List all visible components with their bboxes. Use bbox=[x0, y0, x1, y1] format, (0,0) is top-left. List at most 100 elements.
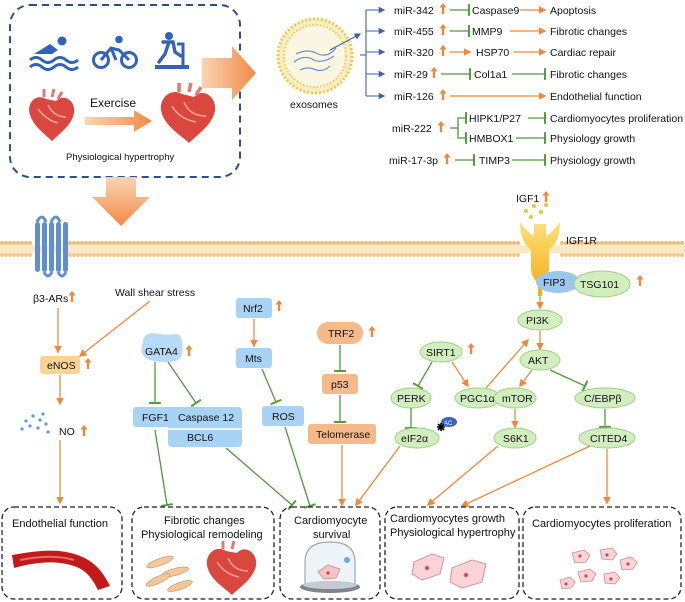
mirna-row: miR-222 HIPK1/P27 HMBOX1 Cardiomyocytes … bbox=[392, 112, 683, 145]
cardiomyocyte-icon bbox=[559, 547, 638, 590]
pi3k-node bbox=[517, 309, 563, 331]
outcome-label: Physiological remodeling bbox=[141, 529, 263, 541]
eif2a-node bbox=[394, 427, 440, 449]
p53-label: p53 bbox=[331, 379, 349, 391]
igf1r-label: IGF1R bbox=[566, 235, 597, 247]
swimming-icon bbox=[29, 36, 79, 71]
pi3k-label: PI3K bbox=[526, 315, 549, 327]
nrf2-node bbox=[236, 298, 272, 318]
outcome-endothelial: Endothelial function bbox=[1, 506, 123, 600]
outcome-label: Cardiomyocyte bbox=[294, 515, 367, 527]
cardiomyocyte-icon bbox=[411, 553, 487, 589]
sirt1-label: SIRT1 bbox=[426, 347, 456, 359]
outcome-label: Endothelial function bbox=[12, 518, 108, 530]
vessel-icon bbox=[12, 550, 110, 590]
fip3-label: FIP3 bbox=[543, 277, 565, 289]
fip3-node bbox=[536, 271, 580, 293]
mirna-effect: Fibrotic changes bbox=[550, 26, 627, 38]
down-arrow bbox=[92, 177, 150, 226]
mirna-target: Col1a1 bbox=[474, 69, 507, 81]
cebpb-label: C/EBPβ bbox=[584, 393, 622, 405]
outcome-growth: Cardiomyocytes growth Physiological hype… bbox=[384, 506, 520, 600]
s6k1-node bbox=[493, 427, 537, 449]
outcome-label: Cardiomyocytes growth bbox=[390, 513, 505, 525]
mirna-name: miR-320 bbox=[394, 47, 434, 59]
mirna-row: miR-342 Caspase9 Apoptosis bbox=[394, 3, 596, 17]
trf2-node bbox=[317, 322, 363, 344]
mirna-name: miR-342 bbox=[394, 5, 434, 17]
mirna-effect: Apoptosis bbox=[550, 5, 596, 17]
mirna-row: miR-126 Endothelial function bbox=[394, 89, 642, 103]
mirna-row: miR-320 HSP70 Cardiac repair bbox=[394, 45, 616, 59]
mirna-row: miR-17-3p TIMP3 Physiology growth bbox=[389, 153, 635, 167]
ros-node bbox=[262, 406, 304, 426]
pgc1a-label: PGC1α bbox=[460, 393, 495, 405]
exosomes-label: exosomes bbox=[290, 99, 338, 111]
mirna-target: HSP70 bbox=[476, 47, 509, 59]
mirna-target: MMP9 bbox=[472, 26, 502, 38]
igf1-label: IGF1 bbox=[516, 193, 539, 205]
mirna-effect: Endothelial function bbox=[550, 91, 642, 103]
wall-shear-label: Wall shear stress bbox=[115, 287, 195, 299]
eif2a-label: eIF2α bbox=[401, 433, 428, 445]
beta3-receptor bbox=[35, 215, 68, 278]
outcome-label: survival bbox=[313, 529, 350, 541]
nrf2-label: Nrf2 bbox=[243, 303, 263, 315]
fgf1-node bbox=[133, 407, 177, 427]
caspase12-node bbox=[168, 407, 242, 447]
trf2-label: TRF2 bbox=[328, 328, 354, 340]
mirna-target: TIMP3 bbox=[479, 155, 510, 167]
cited4-node bbox=[578, 427, 636, 449]
treadmill-icon bbox=[155, 32, 189, 69]
mtor-label: mTOR bbox=[502, 393, 533, 405]
fibroblast-icon bbox=[145, 555, 193, 592]
mirna-target: Caspase9 bbox=[472, 5, 519, 17]
mirna-effect: Cardiac repair bbox=[550, 47, 616, 59]
cited4-label: CITED4 bbox=[590, 433, 628, 445]
mirna-name: miR-17-3p bbox=[389, 155, 438, 167]
outcome-label: Fibrotic changes bbox=[164, 515, 245, 527]
mirna-row: miR-29 Col1a1 Fibrotic changes bbox=[394, 67, 627, 81]
exercise-arrow bbox=[85, 110, 152, 132]
mts-label: Mts bbox=[245, 353, 262, 365]
telomerase-node bbox=[308, 424, 376, 444]
no-label: NO bbox=[59, 426, 75, 438]
exercise-label: Exercise bbox=[90, 96, 136, 110]
to-exosomes-arrow bbox=[202, 46, 256, 100]
heart-icon bbox=[160, 82, 216, 143]
sirt1-node bbox=[419, 341, 463, 363]
bell-jar-icon bbox=[300, 541, 360, 593]
enos-label: eNOS bbox=[47, 360, 76, 372]
cell-membrane bbox=[0, 241, 685, 257]
tsg101-label: TSG101 bbox=[580, 279, 619, 291]
mirna-effect: Fibrotic changes bbox=[550, 69, 627, 81]
mirna-row: miR-455 MMP9 Fibrotic changes bbox=[394, 24, 627, 38]
mirna-effect: Cardiomyocytes proliferation bbox=[550, 113, 683, 125]
s6k1-label: S6K1 bbox=[503, 433, 529, 445]
bcl6-label: BCL6 bbox=[187, 432, 213, 444]
no-molecules bbox=[20, 412, 50, 434]
exercise-panel: Exercise Physiological hypertrophy bbox=[9, 4, 241, 178]
p53-node bbox=[322, 374, 358, 394]
tsg101-node bbox=[573, 270, 631, 298]
akt-label: AKT bbox=[528, 355, 549, 367]
outcome-label: Physiological hypertrophy bbox=[390, 527, 516, 539]
heart-icon bbox=[29, 88, 75, 141]
mts-node bbox=[236, 348, 272, 368]
mirna-target: HIPK1/P27 bbox=[469, 113, 521, 125]
cycling-icon bbox=[92, 35, 138, 69]
ac-label: AC bbox=[444, 421, 453, 427]
heart-icon bbox=[206, 540, 257, 595]
outcome-fibrotic: Fibrotic changes Physiological remodelin… bbox=[131, 506, 275, 600]
outcome-survival: Cardiomyocyte survival bbox=[279, 506, 381, 600]
acetylation-mark: AC bbox=[437, 417, 457, 431]
mirna-bracket bbox=[360, 6, 386, 100]
mirna-target: HMBOX1 bbox=[469, 133, 514, 145]
mtor-node bbox=[493, 387, 537, 409]
hypertrophy-label: Physiological hypertrophy bbox=[66, 152, 175, 163]
outcome-label: Cardiomyocytes proliferation bbox=[532, 518, 671, 530]
mirna-name: miR-29 bbox=[394, 69, 428, 81]
mirna-name: miR-222 bbox=[392, 123, 432, 135]
exosome-icon bbox=[276, 17, 362, 95]
